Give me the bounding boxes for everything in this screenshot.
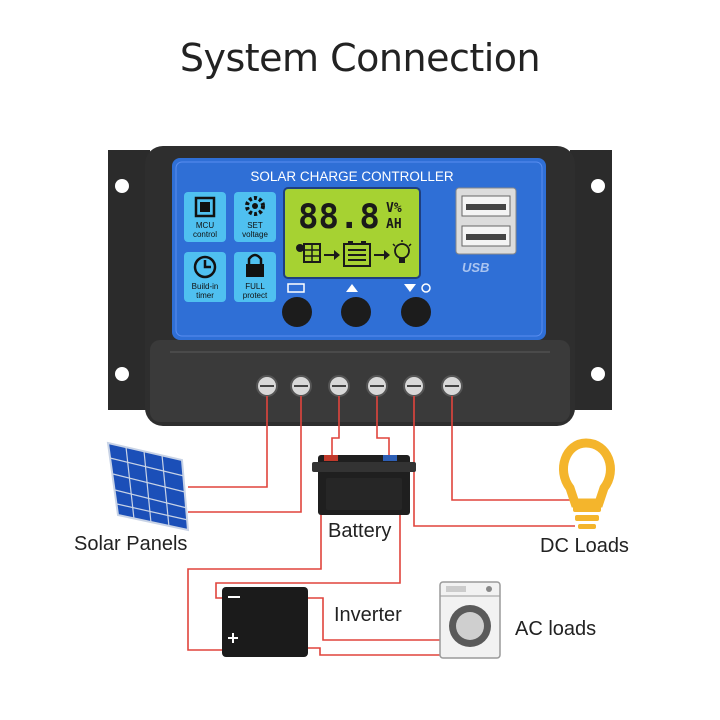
wire-ac-2 — [308, 648, 443, 655]
feature-line2: voltage — [242, 230, 268, 239]
inverter-icon — [222, 587, 308, 657]
terminal-screw — [367, 376, 387, 396]
terminal-screw — [404, 376, 424, 396]
usb-label: USB — [462, 260, 489, 275]
up-button — [341, 297, 371, 327]
feature-line2: control — [193, 230, 217, 239]
battery-icon — [312, 455, 416, 515]
feature-line2: protect — [243, 291, 268, 300]
lcd-unit-bottom: AH — [386, 217, 402, 232]
washing-machine-icon — [440, 582, 500, 658]
label-solar-panels: Solar Panels — [74, 533, 187, 556]
down-button — [401, 297, 431, 327]
terminal-screw — [257, 376, 277, 396]
feature-line2: timer — [196, 291, 214, 300]
lcd-display: 88.8 V% AH — [284, 188, 420, 278]
lcd-unit-top: V% — [386, 201, 402, 216]
solar-panel-icon — [108, 443, 188, 530]
feature-line1: FULL — [245, 282, 265, 291]
terminal-screw — [291, 376, 311, 396]
feature-line1: MCU — [196, 221, 214, 230]
feature-line1: SET — [247, 221, 263, 230]
label-inverter: Inverter — [334, 604, 402, 627]
light-bulb-icon — [563, 443, 610, 529]
lcd-digits: 88.8 — [298, 197, 380, 237]
label-dc-loads: DC Loads — [540, 535, 629, 558]
label-ac-loads: AC loads — [515, 618, 596, 641]
feature-line1: Build-in — [192, 282, 219, 291]
terminal-screw — [442, 376, 462, 396]
panel-header: SOLAR CHARGE CONTROLLER — [250, 169, 454, 184]
terminal-screw — [329, 376, 349, 396]
menu-button — [282, 297, 312, 327]
label-battery: Battery — [328, 520, 391, 543]
